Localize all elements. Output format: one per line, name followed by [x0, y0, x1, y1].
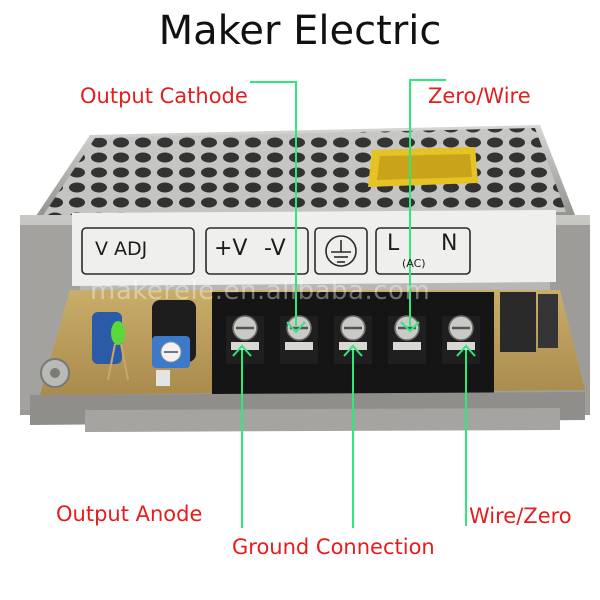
warning-sticker	[368, 147, 478, 187]
label-zero-wire: Zero/Wire	[428, 84, 531, 108]
terminal-label-panel	[72, 210, 556, 286]
label-ground-connection: Ground Connection	[232, 535, 435, 559]
terminal-screw-4	[393, 315, 421, 350]
panel-plus-v-label: +V	[214, 236, 248, 261]
leader-lines	[232, 79, 476, 528]
panel-ac-label: (AC)	[402, 257, 426, 270]
leader-ground-arrow	[343, 344, 363, 357]
label-output-anode: Output Anode	[56, 502, 203, 526]
leader-zero-wire	[409, 79, 446, 327]
terminal-screw-1	[231, 315, 259, 350]
leader-output-cathode-arrow	[286, 321, 306, 334]
leader-output-cathode	[250, 81, 297, 326]
panel-minus-v-label: -V	[264, 236, 286, 261]
label-output-cathode: Output Cathode	[80, 84, 248, 108]
image-title: Maker Electric	[158, 8, 442, 54]
earth-ground-icon	[325, 235, 357, 267]
terminal-screw-5	[447, 315, 475, 350]
green-led	[111, 321, 125, 345]
leader-zero-wire-arrow	[400, 321, 420, 333]
fuse-component	[500, 292, 536, 352]
watermark-text: makerele.en.alibaba.com	[90, 276, 431, 306]
leader-wire-zero-arrow	[456, 344, 476, 357]
leader-output-anode-arrow	[232, 344, 252, 357]
panel-v-adj-label: V ADJ	[95, 238, 148, 260]
label-wire-zero: Wire/Zero	[469, 504, 572, 528]
case-top-cover	[30, 125, 575, 225]
case-bottom	[30, 392, 585, 432]
panel-l-label: L	[387, 231, 400, 256]
terminal-screw-2	[285, 315, 313, 350]
panel-n-label: N	[441, 231, 458, 256]
